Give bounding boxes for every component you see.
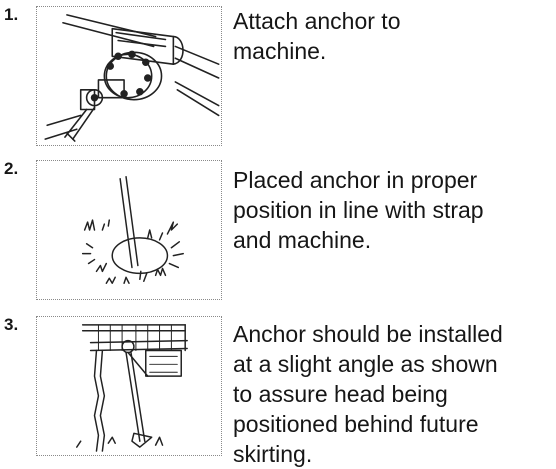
instruction-line: position in line with strap — [233, 197, 484, 223]
instruction-line: at a slight angle as shown — [233, 351, 498, 377]
instruction-line: and machine. — [233, 227, 372, 253]
instruction-line: positioned behind future — [233, 411, 479, 437]
step-number: 2. — [4, 159, 19, 178]
instruction-line: Anchor should be installed — [233, 321, 503, 347]
instruction-line: machine. — [233, 38, 327, 64]
step-instruction: Anchor should be installed at a slight a… — [233, 319, 553, 469]
step-number: 3. — [4, 315, 19, 334]
anchor-ground-illustration — [36, 160, 222, 300]
anchor-machine-illustration — [36, 6, 222, 146]
instruction-line: to assure head being — [233, 381, 448, 407]
step-instruction: Attach anchor to machine. — [233, 6, 553, 66]
step-instruction: Placed anchor in proper position in line… — [233, 165, 553, 255]
step-number: 1. — [4, 5, 19, 24]
instruction-line: Attach anchor to — [233, 8, 401, 34]
instruction-line: Placed anchor in proper — [233, 167, 478, 193]
instruction-line: skirting. — [233, 441, 313, 467]
anchor-angle-illustration — [36, 316, 222, 456]
